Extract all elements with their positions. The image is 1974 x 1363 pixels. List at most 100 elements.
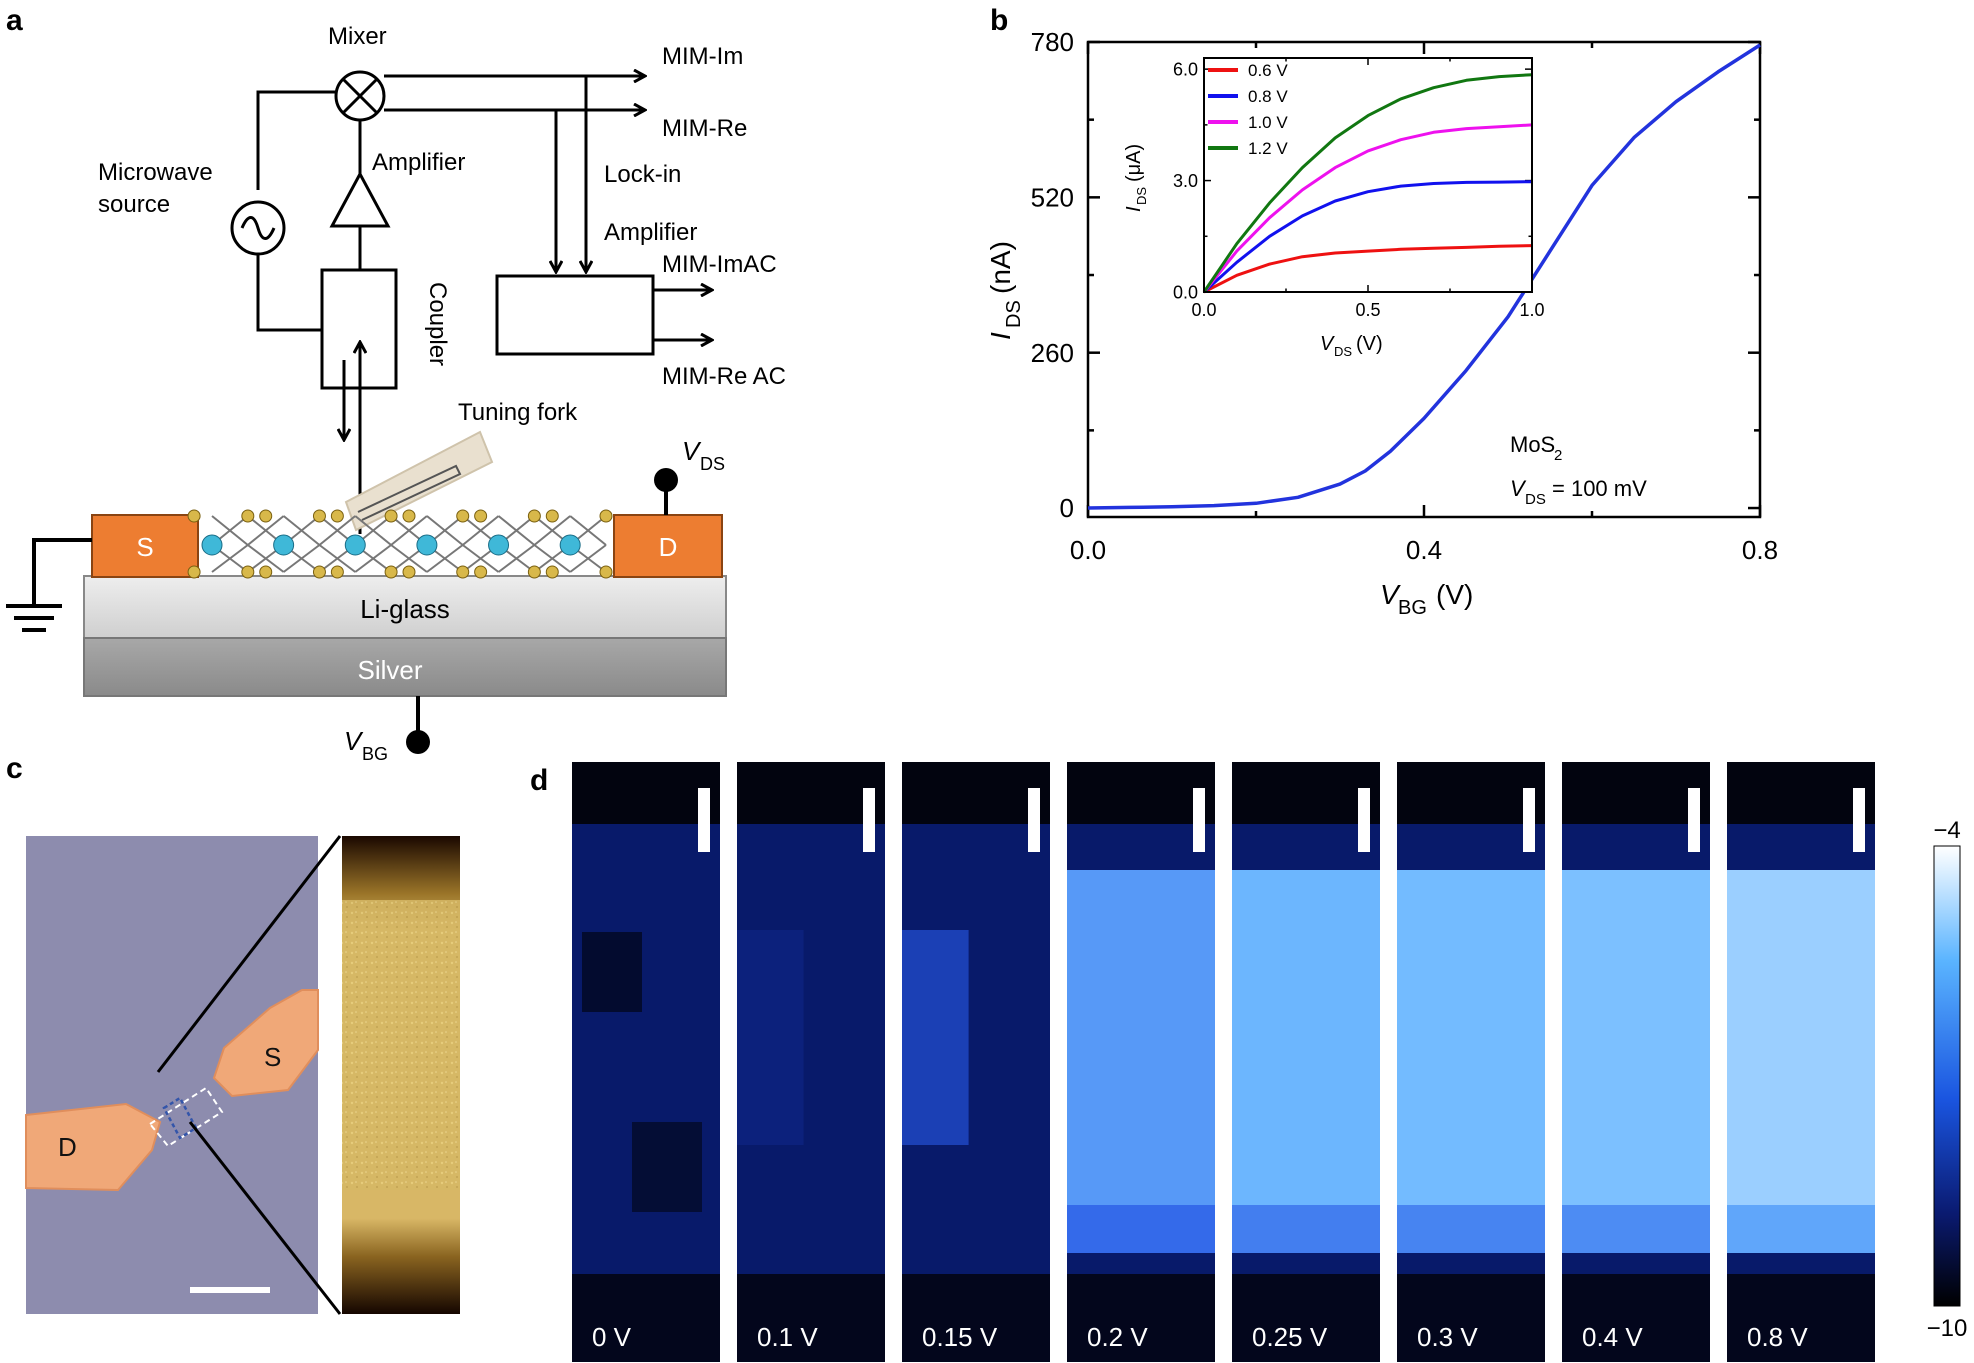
vds-annotation-sub: DS [1525, 491, 1546, 508]
scale-bar [1028, 788, 1040, 852]
sulfur-atom [330, 509, 344, 523]
main-y-axis-label-unit: (nA) [985, 241, 1016, 294]
sulfur-atom [241, 565, 255, 579]
molybdenum-atom [201, 534, 223, 556]
series-line [1087, 43, 1761, 510]
inset-x-axis-label-unit: (V) [1356, 333, 1383, 355]
scale-bar [863, 788, 875, 852]
sulfur-atom [474, 509, 488, 523]
lockin-amplifier-box [495, 274, 655, 356]
sulfur-atom [402, 565, 416, 579]
colorbar-max-label: −4 [1933, 817, 1960, 844]
silver-label: Silver [357, 655, 422, 685]
sulfur-atom [384, 509, 398, 523]
scale-bar [1193, 788, 1205, 852]
legend-entry: 0.6 V [1248, 61, 1288, 80]
lockin-amplifier-label: Amplifier [604, 219, 697, 246]
tuning-fork-icon [344, 430, 494, 532]
y-tick-label: 0 [1060, 493, 1074, 523]
sulfur-atom [527, 565, 541, 579]
panel-label-b: b [990, 4, 1008, 37]
x-tick-label: 1.0 [1519, 300, 1544, 320]
vbg-terminal-icon [406, 730, 430, 754]
scale-bar [1688, 788, 1700, 852]
legend-entry: 0.8 V [1248, 87, 1288, 106]
vds-annotation-main: V [1510, 476, 1527, 501]
panel-label-c: c [6, 752, 23, 785]
main-x-axis-label-unit: (V) [1436, 579, 1473, 610]
source-electrode [91, 514, 199, 578]
voltage-label: 0.3 V [1417, 1322, 1478, 1352]
mim-schematic: Mixer Microwave source MIM-Im MIM-Re Loc… [6, 23, 786, 764]
molybdenum-atom [416, 534, 438, 556]
x-tick-label: 0.0 [1070, 535, 1106, 565]
molybdenum-atom [559, 534, 581, 556]
scale-bar [1853, 788, 1865, 852]
mim-re-label: MIM-Re [662, 115, 747, 142]
series-line [1202, 123, 1533, 293]
mim-image: 0 V [572, 762, 720, 1362]
material-annotation-sub: 2 [1554, 447, 1562, 464]
scale-bar [1358, 788, 1370, 852]
panel-label-d: d [530, 764, 548, 797]
legend-entry: 1.2 V [1248, 139, 1288, 158]
scan-region-box [148, 1086, 224, 1148]
vds-terminal-icon [654, 468, 678, 492]
scale-bar [1523, 788, 1535, 852]
x-tick-label: 0.8 [1742, 535, 1778, 565]
y-tick-label: 3.0 [1173, 171, 1198, 191]
inset-x-axis-label-main: V [1320, 333, 1335, 355]
voltage-label: 0.15 V [922, 1322, 998, 1352]
sulfur-atom [187, 509, 201, 523]
li-glass-layer [83, 575, 727, 639]
molybdenum-atom [344, 534, 366, 556]
inset-plot-frame [1203, 57, 1533, 293]
material-annotation-main: MoS [1510, 432, 1555, 457]
series-line [1202, 73, 1533, 293]
silver-layer [83, 637, 727, 697]
amplifier-label: Amplifier [372, 149, 465, 176]
molybdenum-atom [488, 534, 510, 556]
voltage-label: 0.8 V [1747, 1322, 1808, 1352]
optical-source-label: S [264, 1042, 281, 1072]
main-x-axis-label-main: V [1380, 579, 1401, 610]
sulfur-atom [312, 565, 326, 579]
sulfur-atom [241, 509, 255, 523]
sulfur-atom [384, 565, 398, 579]
source-electrode-label: S [136, 532, 153, 562]
voltage-label: 0 V [592, 1322, 632, 1352]
mim-reac-label: MIM-Re AC [662, 363, 786, 390]
y-tick-label: 6.0 [1173, 59, 1198, 79]
drain-pad [25, 1102, 162, 1192]
voltage-label: 0.25 V [1252, 1322, 1328, 1352]
sulfur-atom [402, 509, 416, 523]
voltage-label: 0.2 V [1087, 1322, 1148, 1352]
sulfur-atom [312, 509, 326, 523]
voltage-label: 0.1 V [757, 1322, 818, 1352]
sulfur-atom [599, 509, 613, 523]
drain-electrode [613, 514, 723, 578]
mim-image: 0.3 V [1397, 762, 1545, 1362]
main-y-axis-label-sub: DS [1003, 300, 1025, 328]
vds-label-sub: DS [700, 454, 725, 474]
sulfur-atom [187, 565, 201, 579]
sulfur-atom [259, 509, 273, 523]
colorbar-min-label: −10 [1927, 1315, 1968, 1342]
series-line [1202, 180, 1533, 294]
mim-image: 0.2 V [1067, 762, 1215, 1362]
mim-image: 0.15 V [902, 762, 1050, 1362]
source-pad [212, 989, 319, 1098]
legend-entry: 1.0 V [1248, 113, 1288, 132]
lockin-label: Lock-in [604, 161, 681, 188]
sulfur-atom [330, 565, 344, 579]
main-x-axis-label-sub: BG [1398, 597, 1427, 619]
microwave-source-label-1: Microwave [98, 159, 213, 186]
optical-drain-label: D [58, 1132, 77, 1162]
y-tick-label: 260 [1031, 338, 1074, 368]
x-tick-label: 0.5 [1355, 300, 1380, 320]
coupler-label: Coupler [424, 282, 451, 366]
colorbar [1933, 845, 1961, 1307]
y-tick-label: 520 [1031, 182, 1074, 212]
